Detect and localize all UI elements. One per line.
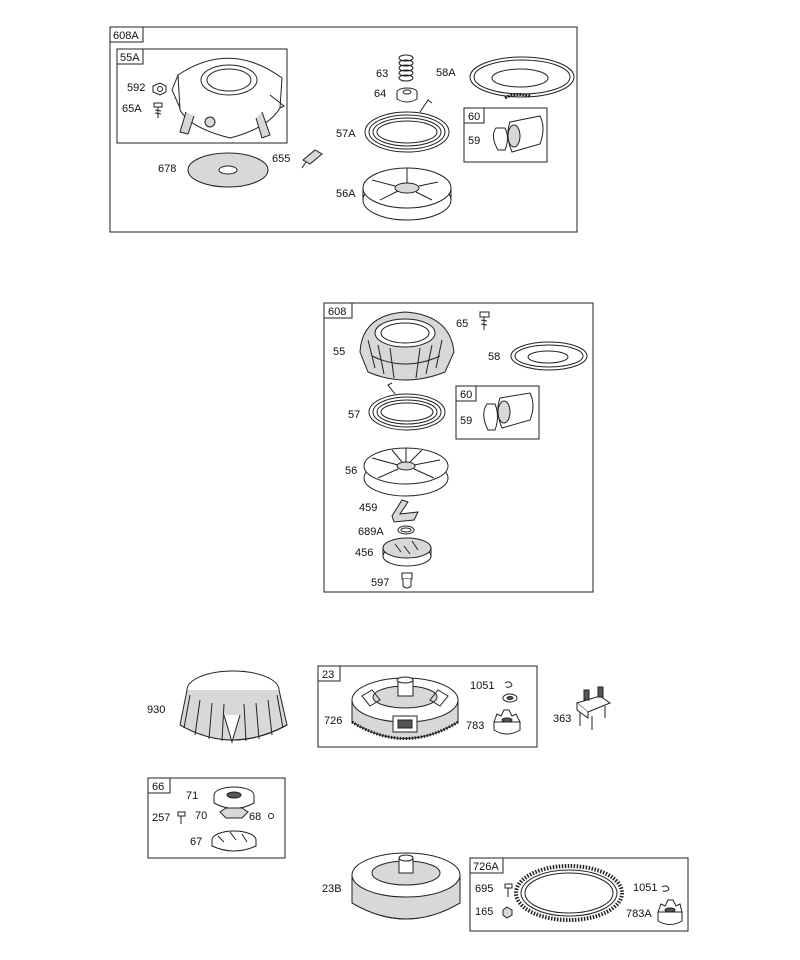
part-65: 65 <box>456 318 468 330</box>
box-60-upper-label: 60 <box>468 111 480 123</box>
spring-63 <box>398 54 414 82</box>
part-165: 165 <box>475 906 493 918</box>
screw-695 <box>504 883 513 897</box>
ratchet-783 <box>493 709 521 735</box>
handle-59-upper <box>492 115 544 153</box>
ratchet-67 <box>211 830 257 852</box>
ring-689A <box>397 525 415 535</box>
part-695: 695 <box>475 883 493 895</box>
screen-930 <box>179 670 288 744</box>
box-23-tag <box>317 665 341 682</box>
flywheel-23B <box>351 852 461 920</box>
screw-65 <box>479 311 490 330</box>
box-60-upper <box>463 107 548 163</box>
box-608-label: 608 <box>328 306 346 318</box>
part-64: 64 <box>374 88 386 100</box>
box-55A-label: 55A <box>120 52 140 64</box>
box-726A-tag <box>469 857 504 874</box>
part-23B: 23B <box>322 883 342 895</box>
box-60-upper-tag <box>463 107 485 124</box>
part-67: 67 <box>190 836 202 848</box>
pulley-56A <box>362 167 452 221</box>
part-56A: 56A <box>336 188 356 200</box>
part-68: 68 <box>249 811 261 823</box>
part-726: 726 <box>324 715 342 727</box>
pulley-56 <box>363 447 449 497</box>
handle-59-middle <box>483 392 534 431</box>
bracket-363 <box>575 686 612 730</box>
box-608A <box>109 26 578 233</box>
nut-592 <box>152 82 167 96</box>
part-63: 63 <box>376 68 388 80</box>
part-59-upper: 59 <box>468 135 480 147</box>
rope-58 <box>510 341 588 371</box>
box-608-tag <box>323 302 353 319</box>
box-66-label: 66 <box>152 781 164 793</box>
washer-upper <box>502 693 518 703</box>
part-57: 57 <box>348 409 360 421</box>
box-55A <box>116 48 288 144</box>
clip-1051-lower <box>661 885 670 892</box>
part-58A: 58A <box>436 67 456 79</box>
box-66-tag <box>147 777 171 794</box>
part-58: 58 <box>488 351 500 363</box>
part-655: 655 <box>272 153 290 165</box>
part-71: 71 <box>186 790 198 802</box>
box-60-middle-label: 60 <box>460 389 472 401</box>
ring-gear <box>514 864 624 922</box>
part-783A: 783A <box>626 908 652 920</box>
part-678: 678 <box>158 163 176 175</box>
screen-678 <box>187 152 269 188</box>
part-459: 459 <box>359 502 377 514</box>
ball-68 <box>268 813 274 819</box>
blower-housing-55A <box>171 57 285 139</box>
box-23 <box>317 665 538 748</box>
part-70: 70 <box>195 810 207 822</box>
clip-655 <box>301 149 323 169</box>
flywheel-726 <box>351 676 459 740</box>
box-55A-tag <box>116 48 144 65</box>
dog-459 <box>391 499 419 523</box>
part-597: 597 <box>371 577 389 589</box>
screw-597 <box>401 572 413 589</box>
spring-57 <box>368 382 446 431</box>
part-57A: 57A <box>336 128 356 140</box>
part-456: 456 <box>355 547 373 559</box>
rope-58A <box>469 56 575 100</box>
box-608A-tag <box>109 26 144 43</box>
spring-57A <box>364 99 450 153</box>
part-783: 783 <box>466 720 484 732</box>
part-592: 592 <box>127 82 145 94</box>
part-930: 930 <box>147 704 165 716</box>
part-1051-upper: 1051 <box>470 680 494 692</box>
box-726A-label: 726A <box>473 861 499 873</box>
part-56: 56 <box>345 465 357 477</box>
screw-257 <box>177 811 186 824</box>
box-23-label: 23 <box>322 669 334 681</box>
nut-165 <box>502 906 513 919</box>
part-59-middle: 59 <box>460 415 472 427</box>
box-608 <box>323 302 594 593</box>
box-66 <box>147 777 286 859</box>
blower-housing-55 <box>359 311 455 381</box>
cap-64 <box>396 87 418 103</box>
starter-cup-71 <box>213 786 255 809</box>
part-65A: 65A <box>122 103 142 115</box>
part-55: 55 <box>333 346 345 358</box>
box-60-middle-tag <box>455 385 477 402</box>
retainer-456 <box>382 537 432 567</box>
part-689A: 689A <box>358 526 384 538</box>
clip-1051-upper <box>504 681 513 688</box>
ratchet-783A <box>657 899 683 925</box>
part-1051-lower: 1051 <box>633 882 657 894</box>
box-726A <box>469 857 689 932</box>
box-608A-label: 608A <box>113 30 139 42</box>
part-363: 363 <box>553 713 571 725</box>
screw-65A <box>153 102 163 118</box>
part-257: 257 <box>152 812 170 824</box>
box-60-middle <box>455 385 540 440</box>
spacer-70 <box>219 807 249 819</box>
